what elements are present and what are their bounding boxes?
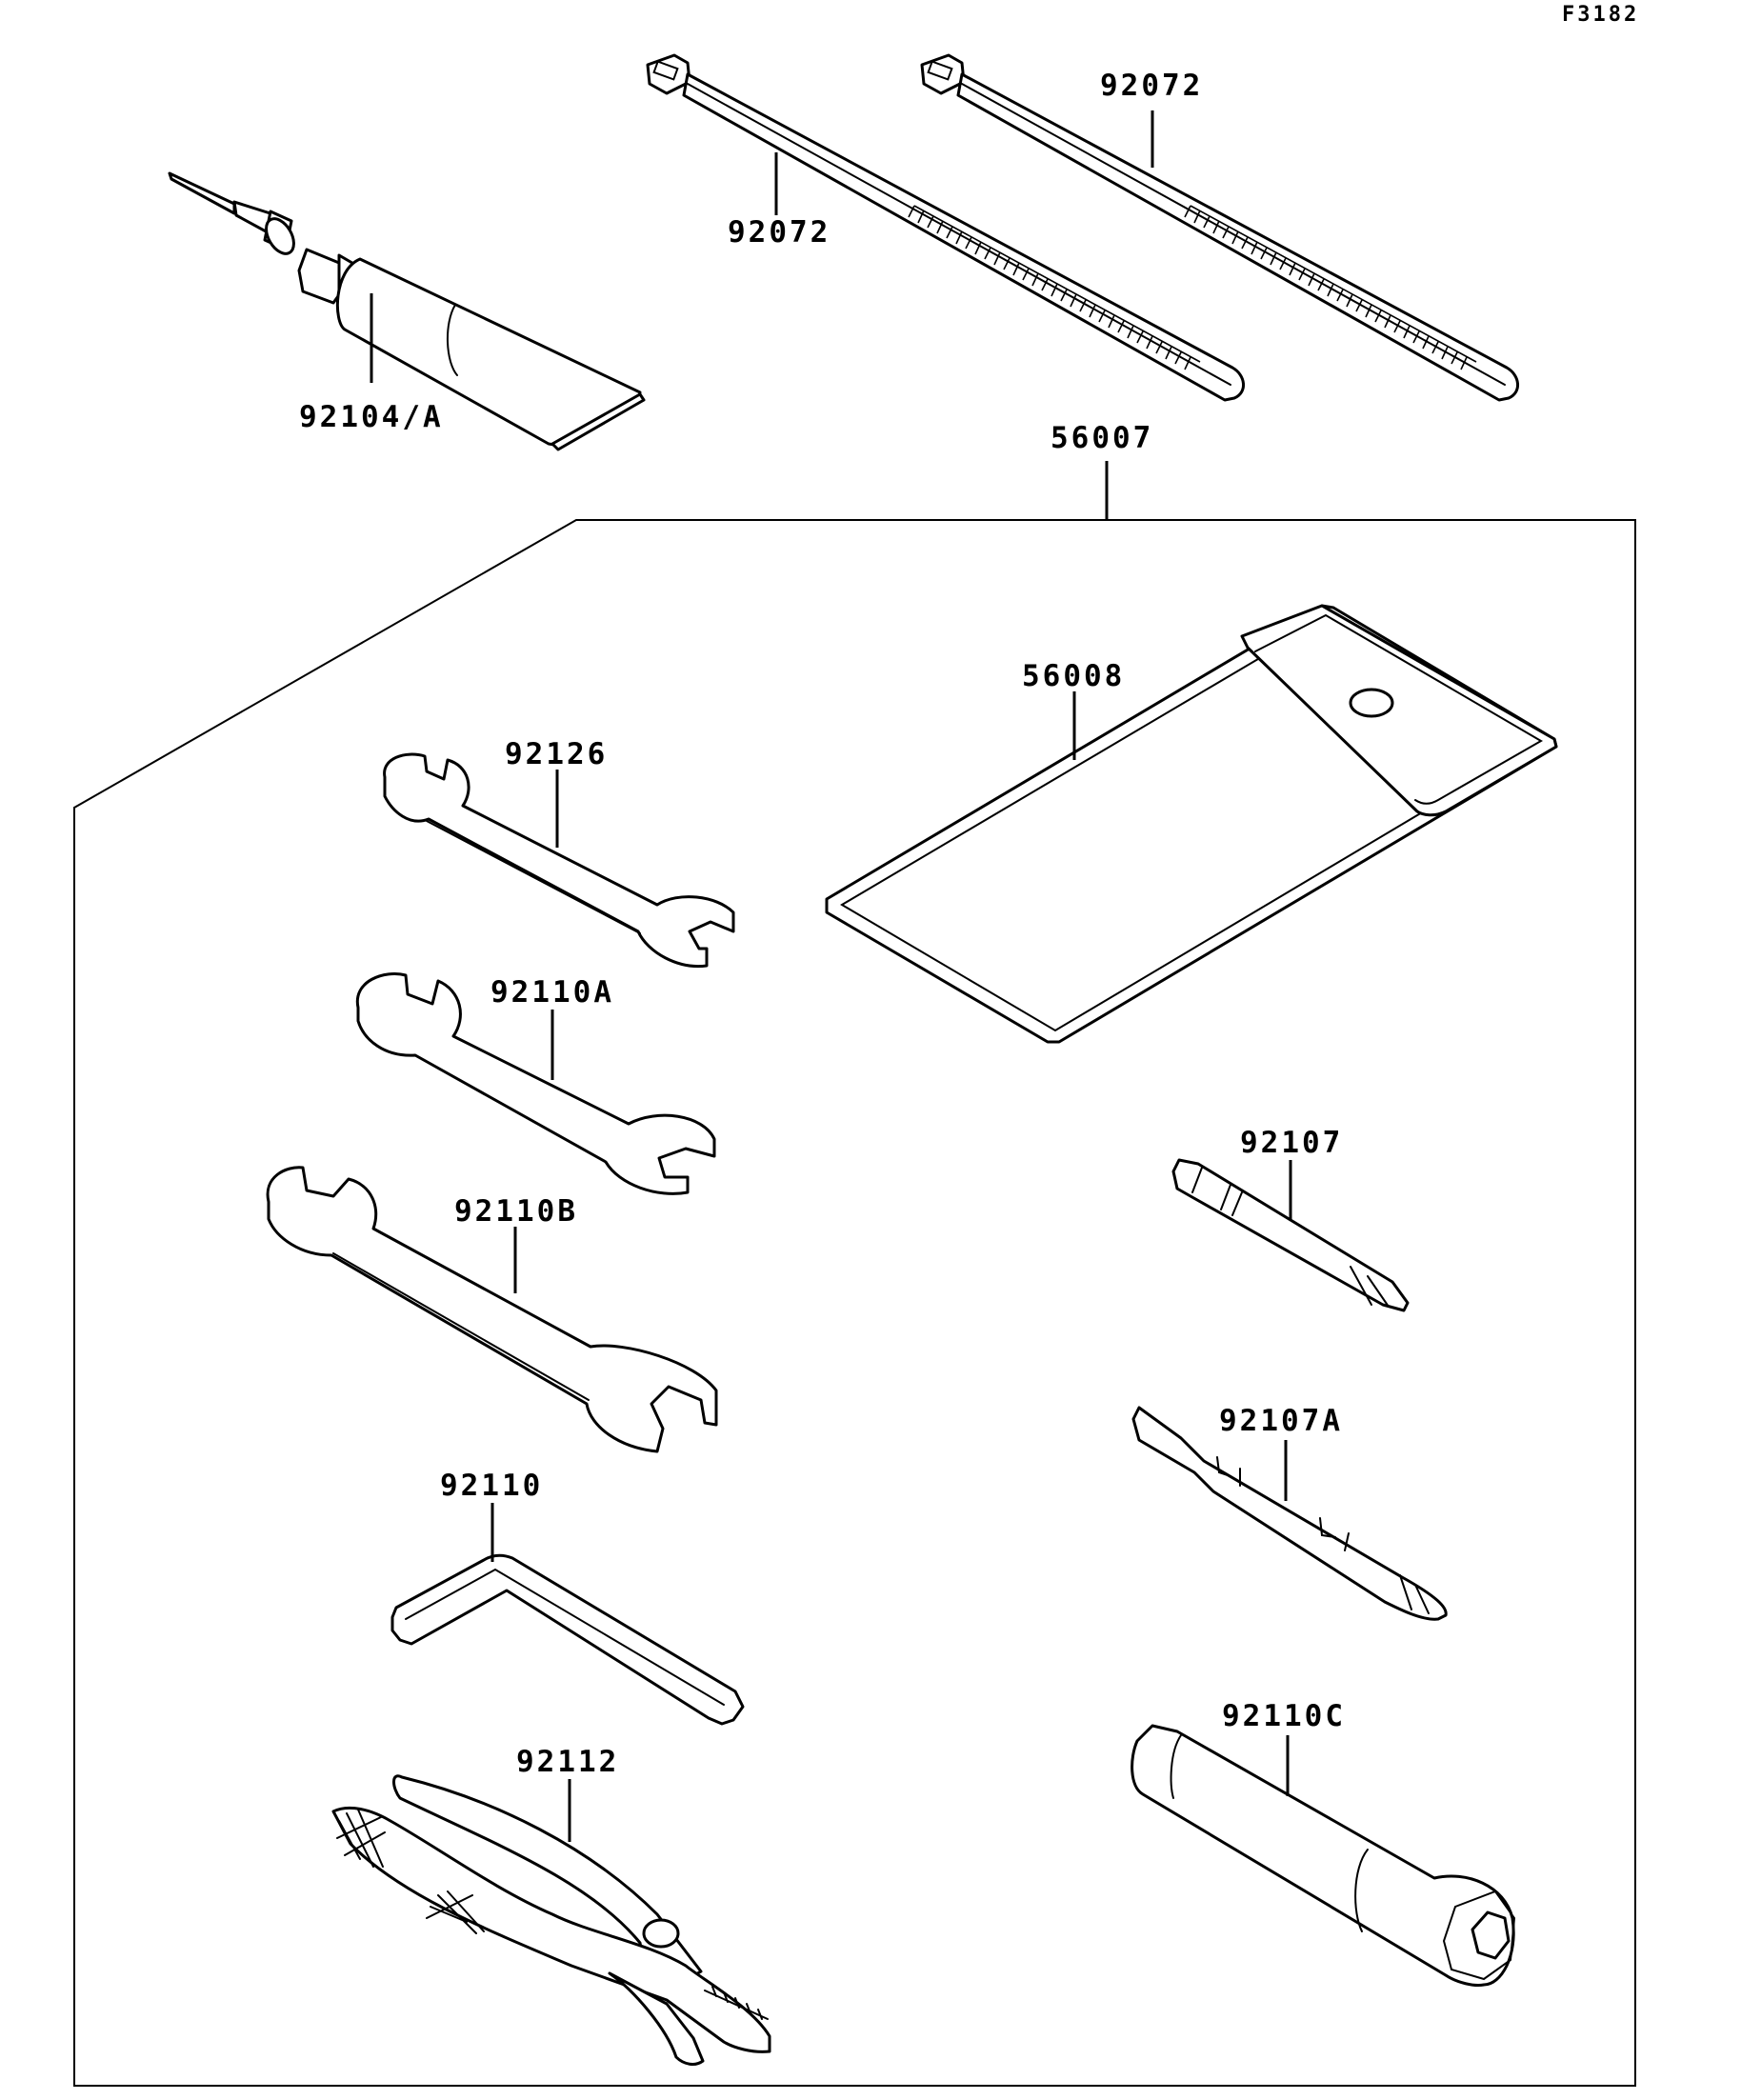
label-driver-bit-double: 92107A: [1219, 1404, 1343, 1438]
sealant-tube: [168, 171, 646, 451]
box-spanner: [1131, 1724, 1516, 1987]
label-driver-bit: 92107: [1240, 1126, 1343, 1160]
tool-pouch: [825, 604, 1558, 1044]
label-kit: 56007: [1051, 421, 1153, 455]
tie-right-teeth: [1184, 205, 1477, 370]
cable-tie-left: [646, 53, 1245, 402]
label-pliers: 92112: [516, 1745, 619, 1779]
figure-code: F3182: [1562, 3, 1639, 27]
label-tube: 92104/A: [299, 400, 444, 434]
label-box-spanner: 92110C: [1222, 1699, 1346, 1733]
label-tie-right: 92072: [1100, 69, 1203, 103]
driver-bit: [1171, 1158, 1410, 1312]
label-hex-key: 92110: [440, 1469, 543, 1503]
kit-boundary: [73, 519, 1636, 2087]
label-wrench-small: 92126: [505, 737, 608, 771]
label-wrench-large: 92110B: [454, 1194, 578, 1229]
cable-tie-right: [920, 53, 1519, 402]
wrench-large: [266, 1166, 718, 1453]
label-wrench-mid: 92110A: [490, 975, 614, 1010]
driver-bit-double: [1131, 1406, 1448, 1621]
pliers: [331, 1774, 771, 2066]
tie-left-teeth: [908, 205, 1201, 370]
label-tie-left: 92072: [728, 215, 830, 250]
hex-key: [390, 1553, 745, 1726]
wrench-mid: [355, 972, 716, 1195]
label-pouch: 56008: [1022, 659, 1125, 693]
wrench-small: [383, 752, 735, 969]
